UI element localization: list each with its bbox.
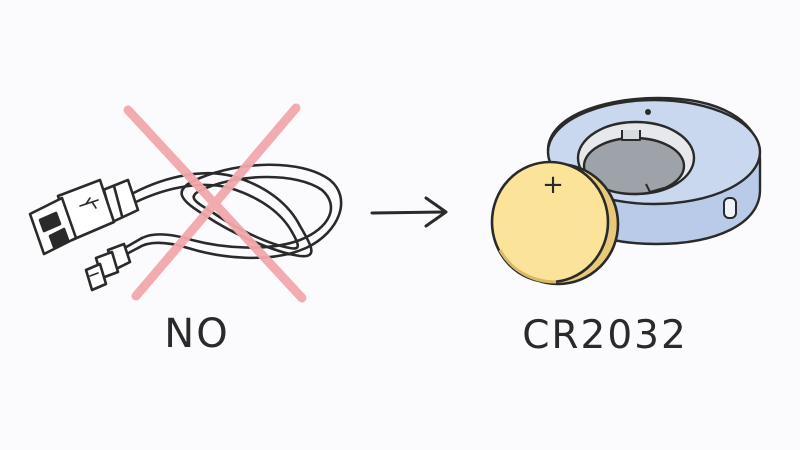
usb-cable-icon	[28, 163, 343, 292]
battery-type-label: CR2032	[522, 313, 688, 358]
no-label: NO	[164, 311, 230, 357]
arrow-right-icon	[370, 196, 448, 228]
coin-cell-battery-icon	[490, 160, 620, 286]
cross-mark-icon	[123, 103, 307, 303]
coin-polarity-label: +	[542, 170, 564, 200]
